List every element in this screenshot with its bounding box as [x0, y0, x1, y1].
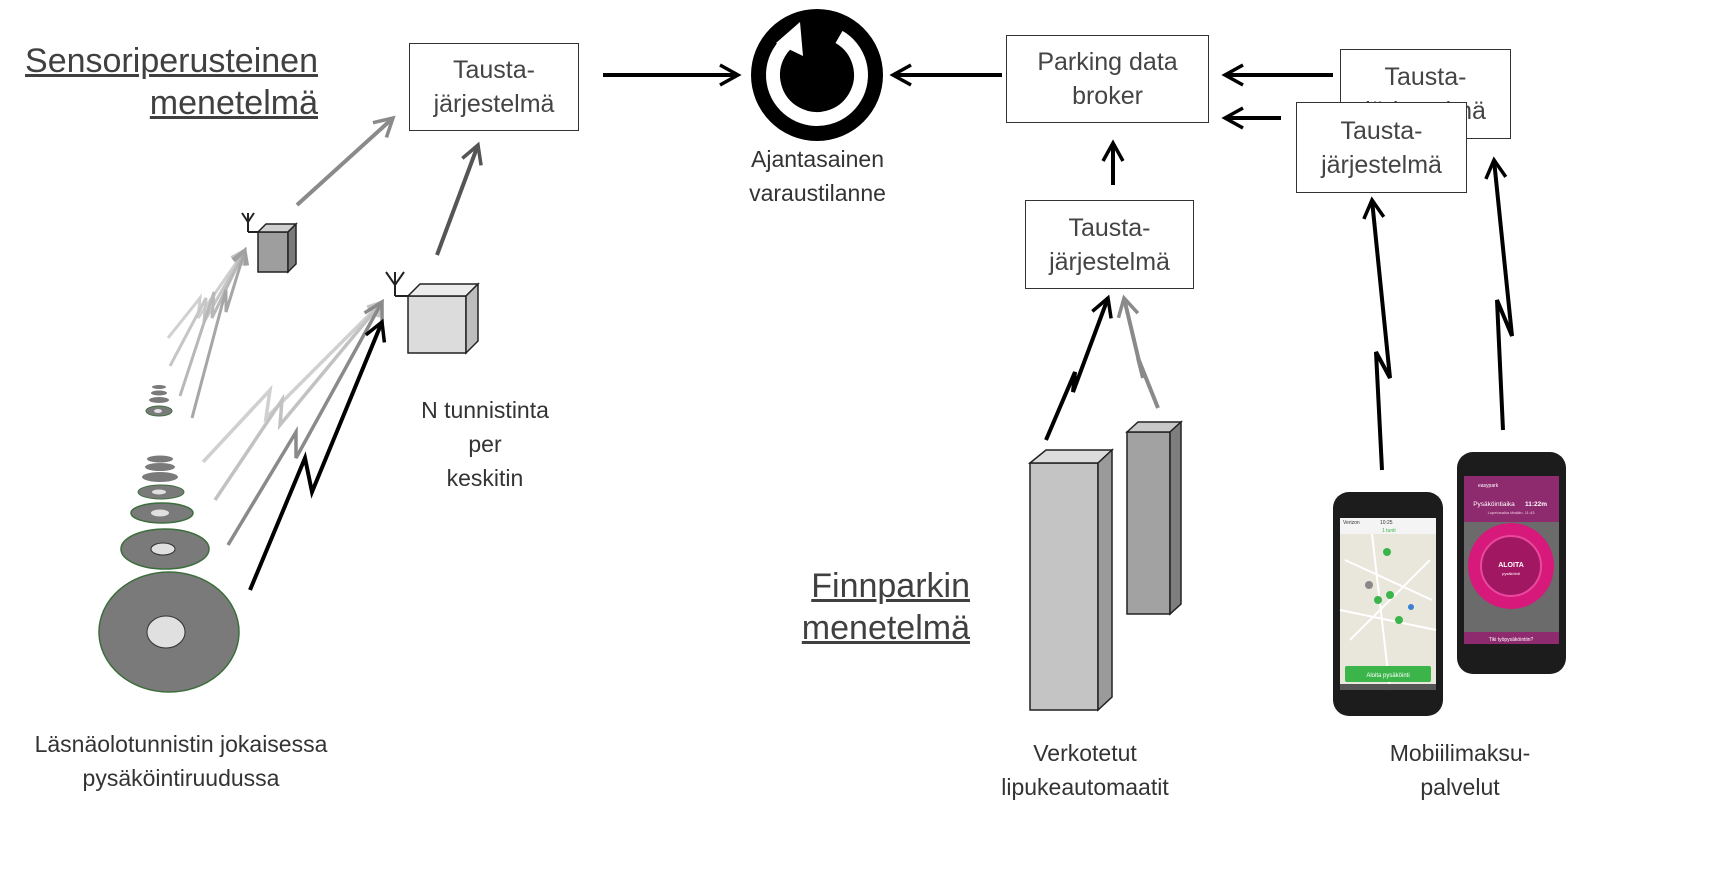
sensor-links-large-hub — [201, 298, 387, 591]
sensor-method-heading: Sensoriperusteinen menetelmä — [12, 40, 318, 124]
arrow-large-hub-to-backend — [435, 141, 483, 256]
networked-meters-line1: Verkotetut — [1033, 740, 1137, 766]
networked-meters-label: Verkotetut lipukeautomaatit — [975, 736, 1195, 804]
backend-box-mobile-front: Tausta- järjestelmä — [1296, 102, 1467, 193]
sensors-per-hub-line2: per — [468, 431, 502, 457]
phone-right-dial-sub: pysäköinti — [1502, 571, 1520, 576]
sensor-links-small-hub — [166, 250, 245, 419]
presence-detector-line1: Läsnäolotunnistin jokaisessa — [34, 731, 328, 757]
finnpark-heading-line1: Finnparkin — [811, 567, 970, 605]
mobile-payment-line2: palvelut — [1420, 774, 1500, 800]
ticket-meter-tall — [1027, 448, 1114, 712]
mobile-payment-line1: Mobiilimaksu- — [1389, 740, 1531, 766]
backend-mobile-front-line1: Tausta- — [1340, 116, 1423, 145]
networked-meters-line2: lipukeautomaatit — [1001, 774, 1169, 800]
phone-right-brand: easypark — [1478, 483, 1499, 489]
backend-ticket-line1: Tausta- — [1068, 213, 1151, 242]
backend-box-ticket: Tausta- järjestelmä — [1025, 200, 1194, 289]
ticket-meter-short — [1125, 420, 1183, 616]
phone-right-time-value: 11:22m — [1525, 501, 1547, 508]
phone-left-time: 10:25 — [1380, 520, 1393, 526]
arrow-phone-right-uplink — [1484, 156, 1514, 431]
broker-line2: broker — [1072, 82, 1143, 110]
phone-right-sub: Lopetusaika tänään, 11:43 — [1488, 510, 1536, 515]
finnpark-heading-line2: menetelmä — [801, 609, 970, 647]
sensor-heading-line2: menetelmä — [149, 84, 318, 122]
backend-sensor-line1: Tausta- — [453, 56, 535, 84]
mobile-payment-label: Mobiilimaksu- palvelut — [1370, 736, 1550, 804]
phone-right-dial-label: ALOITA — [1498, 562, 1524, 569]
sensor-heading-line1: Sensoriperusteinen — [25, 42, 318, 80]
phone-right-time-label: Pysäköintiaika — [1473, 501, 1515, 508]
phone-left-button: Aloita pysäköinti — [1366, 673, 1409, 679]
broker-line1: Parking data — [1037, 48, 1178, 76]
phone-left: Verizon 10:25 1 tunti Aloita pysäköinti — [1333, 492, 1443, 716]
status-label: Ajantasainen varaustilanne — [725, 142, 910, 210]
backend-box-sensor: Tausta- järjestelmä — [409, 43, 579, 131]
sensors-per-hub-label: N tunnistinta per keskitin — [400, 393, 570, 495]
sensors-per-hub-line1: N tunnistinta — [421, 397, 549, 423]
phone-right-bottom: Tiki työpysäköintiin? — [1489, 637, 1534, 643]
backend-mobile-back-line1: Tausta- — [1384, 63, 1467, 91]
parking-data-broker-box: Parking data broker — [1006, 35, 1209, 123]
sensors-per-hub-line3: keskitin — [446, 465, 524, 491]
arrow-meter-tall-uplink — [1044, 294, 1113, 441]
sensor-discs — [98, 385, 240, 693]
backend-ticket-line2: järjestelmä — [1049, 247, 1170, 276]
large-hub-icon — [385, 271, 480, 355]
status-line2: varaustilanne — [749, 180, 886, 206]
finnpark-method-heading: Finnparkin menetelmä — [760, 565, 970, 649]
phone-left-filter: 1 tunti — [1382, 528, 1396, 534]
presence-detector-line2: pysäköintiruudussa — [82, 765, 280, 791]
arrow-small-hub-to-backend — [295, 115, 396, 207]
phone-right: easypark Pysäköintiaika 11:22m Lopetusai… — [1457, 452, 1566, 674]
phone-left-carrier: Verizon — [1343, 520, 1360, 526]
status-line1: Ajantasainen — [751, 146, 884, 172]
backend-mobile-front-line2: järjestelmä — [1321, 150, 1442, 179]
arrow-meter-short-uplink — [1116, 294, 1160, 409]
presence-detector-label: Läsnäolotunnistin jokaisessa pysäköintir… — [0, 727, 362, 795]
small-hub-icon — [241, 212, 298, 274]
backend-sensor-line2: järjestelmä — [433, 90, 555, 118]
refresh-icon — [751, 9, 883, 141]
arrow-phone-left-uplink — [1362, 196, 1392, 471]
